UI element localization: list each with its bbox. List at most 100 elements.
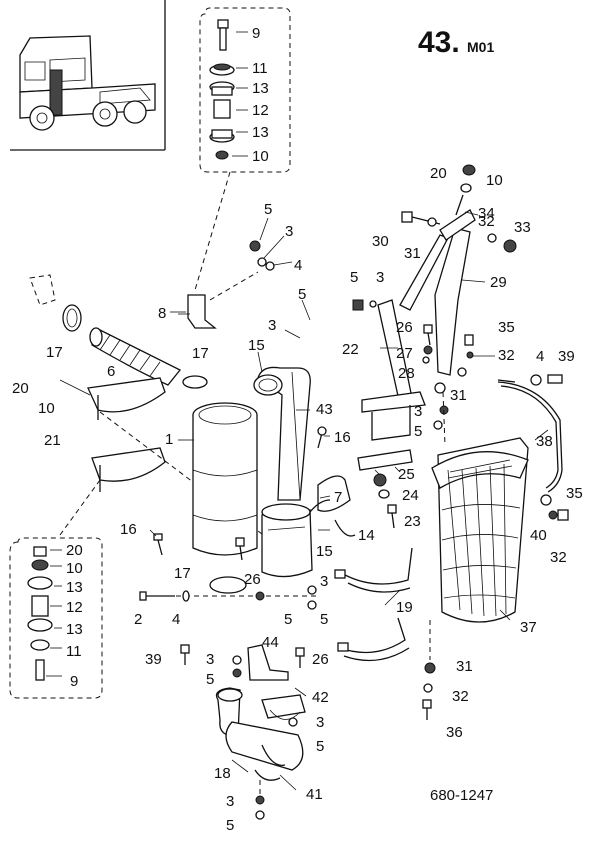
diagram-reference: 680-1247 bbox=[430, 787, 493, 804]
leader-21-b bbox=[59, 479, 101, 536]
callout: 5 bbox=[414, 423, 422, 440]
hardware-25-24-23 bbox=[373, 473, 397, 529]
callout: 20 bbox=[66, 542, 83, 559]
callout: 5 bbox=[206, 671, 214, 688]
hardware-screen-bottom bbox=[422, 620, 436, 720]
callout: 3 bbox=[376, 269, 384, 286]
callout: 27 bbox=[396, 345, 413, 362]
callout: 10 bbox=[38, 400, 55, 417]
callout: 36 bbox=[446, 724, 463, 741]
bracket-44 bbox=[180, 644, 305, 681]
callout: 6 bbox=[107, 363, 115, 380]
callout: 5 bbox=[226, 817, 234, 834]
callout: 40 bbox=[530, 527, 547, 544]
callout: 9 bbox=[252, 25, 260, 42]
callout: 26 bbox=[244, 571, 261, 588]
rod-38 bbox=[497, 374, 569, 521]
screen-37 bbox=[431, 437, 529, 623]
callout: 22 bbox=[342, 341, 359, 358]
intake-pipe-43 bbox=[253, 366, 311, 501]
duct-outline bbox=[29, 274, 56, 306]
callout: 5 bbox=[316, 738, 324, 755]
callout: 17 bbox=[46, 344, 63, 361]
callout: 31 bbox=[450, 387, 467, 404]
callout: 35 bbox=[498, 319, 515, 336]
callout: 12 bbox=[252, 102, 269, 119]
callout: 3 bbox=[414, 403, 422, 420]
silencer-18 bbox=[215, 687, 304, 820]
callout: 5 bbox=[320, 611, 328, 628]
callout: 14 bbox=[358, 527, 375, 544]
callout: 38 bbox=[536, 433, 553, 450]
clamp-17-left bbox=[62, 304, 82, 332]
callout: 3 bbox=[285, 223, 293, 240]
callout: 11 bbox=[252, 60, 268, 77]
callout: 5 bbox=[298, 286, 306, 303]
callout: 5 bbox=[264, 201, 272, 218]
callout: 16 bbox=[334, 429, 351, 446]
callout: 25 bbox=[398, 466, 415, 483]
callout: 3 bbox=[320, 573, 328, 590]
callout: 39 bbox=[558, 348, 575, 365]
hardware-top-right bbox=[455, 164, 517, 253]
callout: 32 bbox=[550, 549, 567, 566]
callout: 10 bbox=[66, 560, 83, 577]
brackets-21 bbox=[59, 377, 166, 492]
callout: 13 bbox=[66, 621, 83, 638]
air-cleaner-1 bbox=[192, 402, 258, 556]
mount-stack-bottom bbox=[9, 537, 103, 699]
hose-6 bbox=[89, 327, 182, 386]
callout: 39 bbox=[145, 651, 162, 668]
callout: 4 bbox=[294, 257, 302, 274]
mount-stack-top bbox=[199, 7, 291, 173]
callout: 2 bbox=[134, 611, 142, 628]
clamp-17-mid bbox=[182, 375, 208, 389]
callout: 15 bbox=[248, 337, 265, 354]
callout: 42 bbox=[312, 689, 329, 706]
callout: 5 bbox=[350, 269, 358, 286]
callout: 3 bbox=[268, 317, 276, 334]
truck-thumbnail bbox=[10, 0, 166, 151]
callout: 7 bbox=[334, 489, 342, 506]
callout: 20 bbox=[430, 165, 447, 182]
callout: 4 bbox=[536, 348, 544, 365]
callout: 5 bbox=[284, 611, 292, 628]
callout: 20 bbox=[12, 380, 29, 397]
hardware-mid-right bbox=[352, 299, 474, 446]
callout: 21 bbox=[44, 432, 61, 449]
bolt-30 bbox=[401, 211, 441, 227]
clamp-17-lower bbox=[209, 576, 247, 594]
callout: 24 bbox=[402, 487, 419, 504]
callout: 10 bbox=[486, 172, 503, 189]
callout: 10 bbox=[252, 148, 269, 165]
callout: 18 bbox=[214, 765, 231, 782]
callout: 35 bbox=[566, 485, 583, 502]
leader-lines bbox=[149, 211, 549, 791]
callout: 13 bbox=[252, 80, 269, 97]
callout: 28 bbox=[398, 365, 415, 382]
bolt-26-left bbox=[235, 537, 245, 547]
bolt-16-lower bbox=[157, 539, 163, 556]
straps-19 bbox=[334, 547, 413, 662]
callout: 12 bbox=[66, 599, 83, 616]
callout: 44 bbox=[262, 634, 279, 651]
callout: 11 bbox=[66, 643, 82, 660]
callout: 17 bbox=[174, 565, 191, 582]
callout: 34 bbox=[478, 205, 495, 222]
callout: 4 bbox=[172, 611, 180, 628]
callout: 8 bbox=[158, 305, 166, 322]
callout: 3 bbox=[226, 793, 234, 810]
callout: 13 bbox=[252, 124, 269, 141]
page-number: 43. bbox=[418, 26, 460, 59]
callout: 17 bbox=[192, 345, 209, 362]
callout: 29 bbox=[490, 274, 507, 291]
callout-labels: 9 11 13 12 13 10 5 3 4 8 17 6 17 15 5 3 … bbox=[12, 25, 583, 834]
callout: 3 bbox=[206, 651, 214, 668]
callout: 15 bbox=[316, 543, 333, 560]
callout: 32 bbox=[478, 213, 495, 230]
callout: 43 bbox=[316, 401, 333, 418]
precleaner-15 bbox=[261, 475, 356, 578]
callout: 32 bbox=[498, 347, 515, 364]
callout: 1 bbox=[165, 431, 173, 448]
